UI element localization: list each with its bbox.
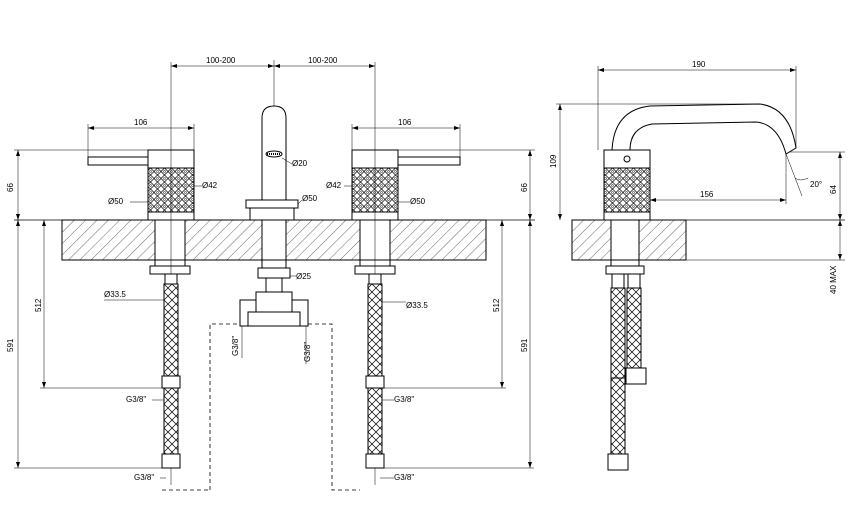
side-length-label: 190 bbox=[692, 60, 706, 69]
body-right-50-label: Ø50 bbox=[410, 197, 426, 206]
center-spout bbox=[162, 60, 360, 491]
side-angle-label: 20° bbox=[810, 180, 822, 189]
hose-right-512-label: 512 bbox=[492, 298, 501, 312]
left-hose-upper bbox=[163, 283, 179, 377]
body-right-42-label: Ø42 bbox=[326, 181, 342, 190]
mixer-left-label: G3/8" bbox=[231, 336, 240, 356]
left-hose-lower bbox=[163, 387, 179, 455]
right-hose-upper bbox=[367, 283, 383, 377]
spout-nut-label: Ø25 bbox=[296, 272, 312, 281]
deck-max-label: 40 MAX bbox=[829, 265, 838, 294]
nut-right-label: Ø33.5 bbox=[406, 301, 428, 310]
side-height-label: 109 bbox=[549, 154, 558, 168]
mixer-right-label: G3/8" bbox=[303, 342, 312, 362]
spout-base-50-label: Ø50 bbox=[302, 194, 318, 203]
body-left-42-label: Ø42 bbox=[202, 181, 218, 190]
side-lattice-body bbox=[603, 167, 651, 213]
body-left-50-label: Ø50 bbox=[108, 197, 124, 206]
spread-right-label: 100-200 bbox=[308, 56, 338, 65]
handle-right-label: 106 bbox=[398, 118, 412, 127]
left-valve bbox=[87, 149, 195, 485]
right-valve bbox=[351, 149, 461, 485]
side-view: 190 109 64 156 20° 40 MAX bbox=[549, 60, 845, 471]
side-height-body-label: 64 bbox=[829, 185, 838, 194]
right-hose-lower bbox=[367, 387, 383, 455]
hose-right-591-label: 591 bbox=[520, 338, 529, 352]
height-right-label: 66 bbox=[520, 183, 529, 192]
spread-left-label: 100-200 bbox=[206, 56, 236, 65]
height-left-label: 66 bbox=[6, 183, 15, 192]
hose-left-512-label: 512 bbox=[34, 298, 43, 312]
conn-left-lower-label: G3/8" bbox=[134, 473, 154, 482]
conn-right-lower-label: G3/8" bbox=[394, 473, 414, 482]
aerator-label: Ø20 bbox=[292, 159, 308, 168]
conn-right-upper-label: G3/8" bbox=[394, 395, 414, 404]
nut-left-label: Ø33.5 bbox=[104, 290, 126, 299]
side-reach-label: 156 bbox=[700, 190, 714, 199]
handle-left-label: 106 bbox=[134, 118, 148, 127]
hose-left-591-label: 591 bbox=[6, 338, 15, 352]
front-view: 100-200 100-200 106 106 Ø20 Ø42 Ø50 Ø50 … bbox=[6, 56, 535, 491]
conn-left-upper-label: G3/8" bbox=[126, 395, 146, 404]
